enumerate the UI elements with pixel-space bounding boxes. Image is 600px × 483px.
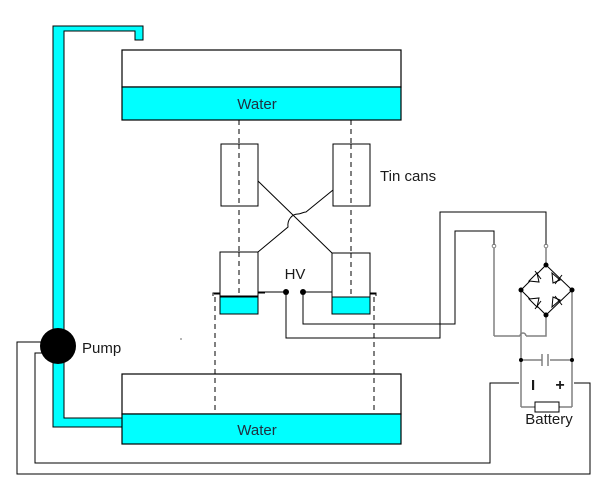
upper-tank-label: Water — [237, 96, 276, 113]
battery-label: Battery — [525, 411, 573, 428]
lower-tank: Water — [121, 373, 402, 445]
lower-tin-cans — [214, 251, 376, 315]
pump-icon — [40, 328, 76, 364]
battery-icon — [534, 401, 560, 413]
hv-label: HV — [285, 266, 306, 283]
cross-wires — [257, 180, 334, 254]
pipe — [52, 25, 144, 428]
lower-tank-label: Water — [237, 422, 276, 439]
upper-tank: Water — [121, 49, 402, 121]
bridge-rectifier — [491, 243, 575, 360]
tin-cans-label: Tin cans — [380, 168, 436, 185]
stray-dot — [180, 338, 182, 340]
hv-wiring — [258, 211, 547, 339]
pump-label: Pump — [82, 340, 121, 357]
hv-terminal-right — [300, 289, 306, 295]
hv-terminal-left — [283, 289, 289, 295]
lower-pans — [212, 292, 377, 296]
battery-minus-label: I — [531, 377, 535, 394]
upper-tin-cans — [220, 143, 371, 207]
diode-icons — [527, 270, 563, 310]
battery-plus-label: + — [555, 377, 564, 394]
pump-wiring — [16, 341, 591, 475]
battery-circuit: I + Battery — [519, 354, 574, 428]
